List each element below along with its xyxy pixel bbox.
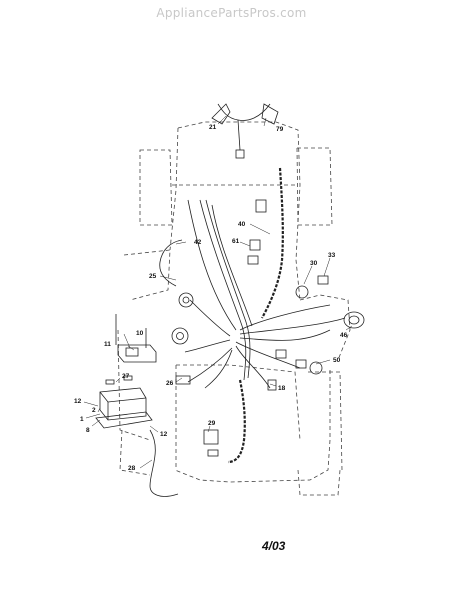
light-46	[343, 311, 365, 329]
callout-18: 18	[278, 385, 286, 392]
coiled-harness-upper	[261, 167, 284, 319]
switch-29	[203, 429, 219, 445]
callout-8: 8	[86, 427, 90, 434]
callout-26: 26	[166, 380, 174, 387]
callout-12-top: 12	[74, 398, 82, 405]
callout-46: 46	[340, 332, 348, 339]
battery-tray	[95, 411, 153, 429]
plug-40	[255, 199, 267, 213]
connector-50	[295, 359, 307, 369]
callout-28: 28	[128, 465, 136, 472]
lead-42	[159, 239, 183, 287]
battery-cable-28	[149, 429, 179, 497]
callout-29: 29	[208, 420, 216, 427]
plug-18	[267, 379, 277, 391]
bracket-26	[175, 375, 191, 385]
switch-30	[295, 285, 309, 299]
callout-30: 30	[310, 260, 318, 267]
callout-labels: 21 79 40 42 61 33 25 30 46 10 11 27 26 5…	[74, 124, 348, 472]
revision-label: 4/03	[262, 539, 286, 553]
headlight-harness	[211, 103, 279, 159]
main-harness-bundle	[184, 199, 346, 389]
coiled-harness-lower	[227, 379, 246, 464]
relay-33	[317, 275, 329, 285]
solenoid-bracket	[117, 344, 157, 363]
ignition-switch	[178, 292, 194, 308]
callout-1: 1	[80, 416, 84, 423]
callout-21: 21	[209, 124, 217, 131]
callout-79: 79	[276, 126, 284, 133]
plug-61	[249, 239, 261, 251]
callout-40: 40	[238, 221, 246, 228]
callout-50: 50	[333, 357, 341, 364]
battery	[99, 387, 147, 421]
callout-2: 2	[92, 407, 96, 414]
callout-42: 42	[194, 239, 202, 246]
callout-10: 10	[136, 330, 144, 337]
tractor-outline	[117, 121, 351, 496]
callout-25: 25	[149, 273, 157, 280]
callout-33: 33	[328, 252, 336, 259]
callout-12-bottom: 12	[160, 431, 168, 438]
solenoid	[125, 347, 139, 357]
ammeter	[171, 327, 189, 345]
callout-11: 11	[104, 341, 111, 348]
watermark: AppliancePartsPros.com	[156, 6, 307, 20]
callout-61: 61	[232, 238, 240, 245]
callout-27: 27	[122, 373, 130, 380]
